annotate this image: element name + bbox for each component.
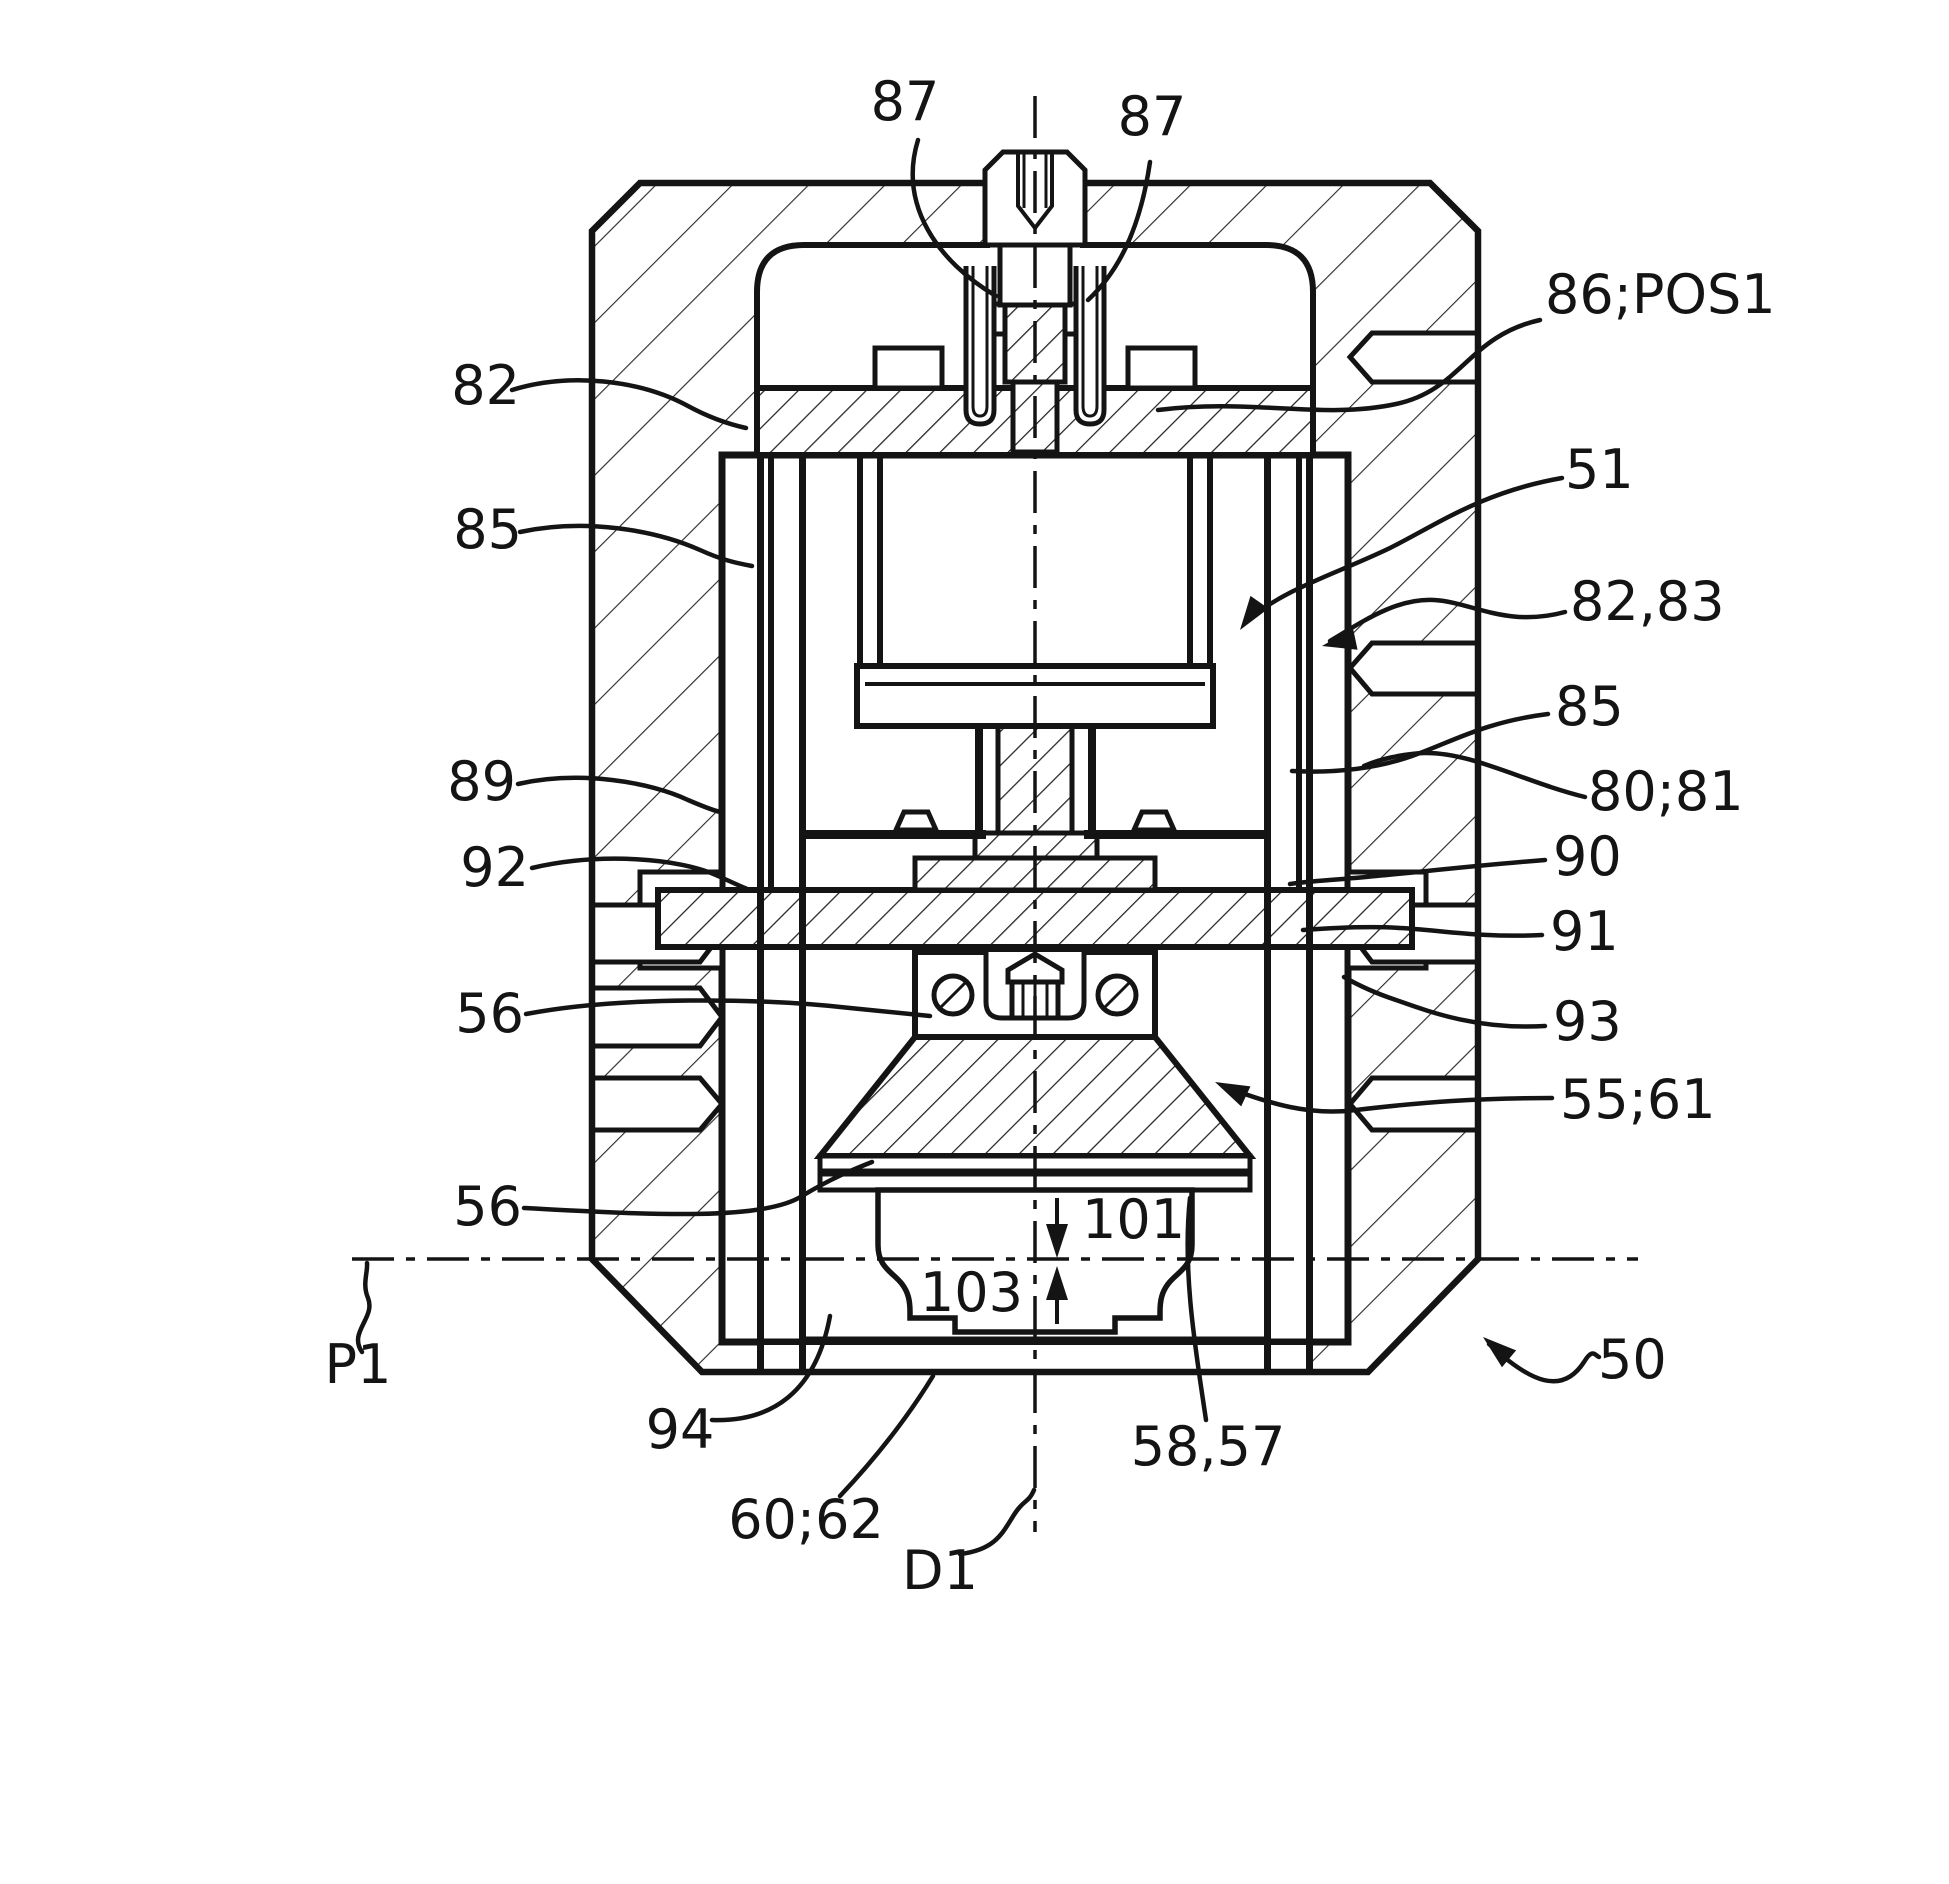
leader-lines (355, 137, 1602, 1557)
label-87-left: 87 (871, 70, 940, 133)
label-87-right: 87 (1118, 85, 1187, 148)
leader-55-61 (1220, 1083, 1555, 1114)
leader-87-right (1085, 159, 1153, 303)
sleeve-wall-left-outer-85 (757, 455, 764, 1372)
reference-labels: 87 87 86;POS1 82 51 85 82,83 85 89 80;81 92 90 91 56 9… (325, 70, 1776, 1602)
port-left-3 (589, 1075, 726, 1133)
label-p1: P1 (325, 1333, 392, 1396)
leader-87-left (910, 137, 999, 299)
leader-56-upper (523, 998, 933, 1019)
sleeve-wall-right-inner-90 (1264, 455, 1271, 1372)
leader-80-81 (1361, 750, 1588, 800)
leader-85-left (517, 523, 755, 569)
leader-82 (509, 378, 749, 431)
center-lines (352, 96, 1638, 1532)
label-51: 51 (1565, 438, 1634, 501)
leader-89 (515, 775, 723, 815)
leader-50 (1486, 1341, 1602, 1384)
arrowhead-82-83 (1322, 628, 1358, 650)
leader-94 (709, 1313, 833, 1423)
label-92: 92 (460, 836, 529, 899)
dimension-arrows (1046, 1198, 1068, 1324)
label-94: 94 (646, 1398, 715, 1461)
label-50: 50 (1598, 1328, 1667, 1391)
leader-p1 (355, 1260, 372, 1355)
label-56-lower: 56 (453, 1175, 522, 1238)
label-82: 82 (451, 354, 520, 417)
crossbar-lug-left (892, 809, 940, 833)
bolt-hole-right-hatch (1103, 981, 1131, 1009)
leader-51 (1245, 475, 1565, 623)
leader-60-62 (837, 1373, 936, 1499)
crossbar-lug-right (1130, 809, 1178, 833)
leader-56-lower (521, 1159, 875, 1217)
piston-skirt-left (975, 726, 983, 834)
arrow-103-head (1046, 1266, 1068, 1300)
leader-86-pos1 (1155, 317, 1543, 413)
sleeve-crossbar-left (806, 830, 986, 839)
arrow-101-head (1046, 1224, 1068, 1258)
sleeve-wall-right-liner (1296, 455, 1302, 890)
bolt-hole-left-hatch (939, 981, 967, 1009)
label-d1: D1 (902, 1539, 978, 1602)
label-58-57: 58,57 (1131, 1415, 1286, 1478)
sleeve-wall-right-outer-85 (1306, 455, 1313, 1372)
label-82-83: 82,83 (1570, 570, 1725, 633)
label-89: 89 (447, 750, 516, 813)
arrowhead-50 (1483, 1337, 1517, 1368)
label-90: 90 (1553, 825, 1622, 888)
spool-sleeve-right-inner (1187, 455, 1193, 666)
leader-58-57 (1185, 1195, 1209, 1423)
arrowhead-55-61 (1215, 1082, 1251, 1107)
port-right-1 (1346, 330, 1481, 385)
leader-93 (1341, 974, 1548, 1029)
clamp-finger-left-inner (971, 266, 989, 418)
sleeve-wall-left-inner-89 (799, 455, 806, 1372)
leader-d1 (957, 1487, 1037, 1557)
label-93: 93 (1553, 990, 1622, 1053)
piston-skirt-right (1088, 726, 1096, 834)
port-left-2 (589, 985, 726, 1049)
clamp-finger-right-inner (1081, 266, 1099, 418)
label-60-62: 60;62 (728, 1488, 884, 1551)
sleeve-crossbar-right (1084, 830, 1264, 839)
sleeve-wall-left-liner (768, 455, 774, 890)
arrowhead-51 (1240, 595, 1269, 630)
label-91: 91 (1550, 900, 1619, 963)
leader-91 (1300, 924, 1545, 938)
label-55-61: 55;61 (1560, 1068, 1716, 1131)
leader-90 (1287, 857, 1548, 887)
label-103: 103 (920, 1261, 1023, 1324)
label-85-left: 85 (453, 498, 522, 561)
plate-lug-left (872, 345, 945, 391)
label-56-upper: 56 (455, 982, 524, 1045)
leader-arrowheads (1215, 595, 1517, 1368)
spool-sleeve-left-outer (857, 455, 863, 666)
sleeve-walls (757, 455, 1313, 1372)
label-86-pos1: 86;POS1 (1545, 263, 1776, 326)
leader-92 (529, 856, 753, 893)
leader-82-83 (1327, 597, 1568, 644)
port-right-2 (1346, 640, 1481, 697)
plate-lug-right (1125, 345, 1198, 391)
spool-sleeve-right-outer (1207, 455, 1213, 666)
label-101: 101 (1082, 1188, 1185, 1251)
label-80-81: 80;81 (1588, 760, 1744, 823)
spool-sleeve-left-inner (877, 455, 883, 666)
label-85-right: 85 (1555, 675, 1624, 738)
